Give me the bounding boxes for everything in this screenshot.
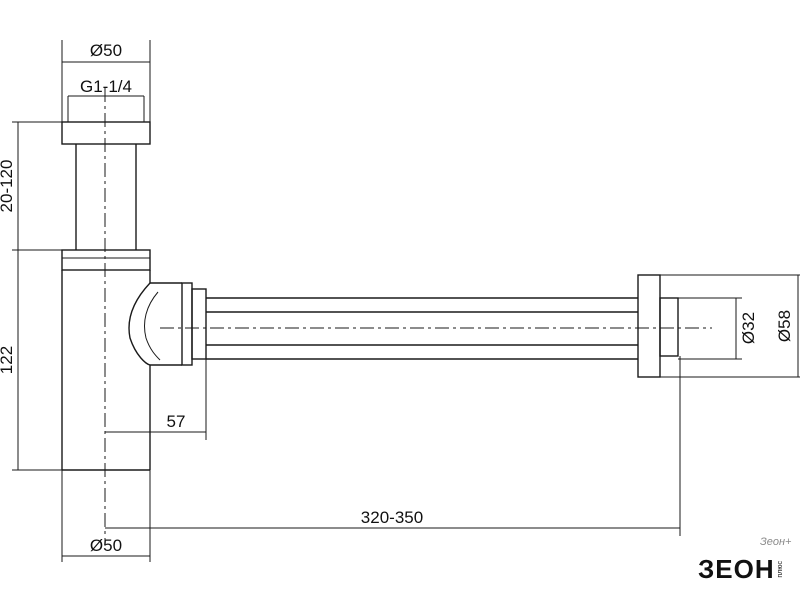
- inlet-nut: [61, 121, 151, 145]
- logo-main-text: ЗЕОН: [698, 554, 775, 584]
- center-lines: [104, 88, 712, 540]
- body-height-label: 122: [0, 346, 16, 374]
- dimension-inlet-height: 20-120: [0, 121, 62, 251]
- wall-flange: [637, 274, 679, 378]
- bottom-diameter-label: Ø50: [90, 536, 122, 555]
- thread-label: G1-1/4: [80, 77, 132, 96]
- length-label: 320-350: [361, 508, 423, 527]
- dimension-body-height: 122: [0, 250, 62, 471]
- dimension-bottom-diameter: Ø50: [61, 470, 151, 562]
- dimension-top-diameter: Ø50: [61, 40, 151, 122]
- inlet-height-label: 20-120: [0, 160, 16, 213]
- outlet-offset-label: 57: [167, 412, 186, 431]
- outlet-elbow: [128, 282, 207, 366]
- bottle-body: [61, 270, 151, 471]
- horizontal-pipe: [206, 297, 638, 360]
- dimension-outlet-offset: 57: [105, 359, 207, 440]
- pipe-diameter-label: Ø32: [739, 312, 758, 344]
- dimension-pipe-diameter: Ø32: [678, 297, 758, 360]
- dimension-thread: G1-1/4: [67, 77, 145, 122]
- flange-diameter-label: Ø58: [775, 310, 794, 342]
- logo-sub-text: плюс: [776, 560, 784, 578]
- dimension-flange-diameter: Ø58: [660, 274, 800, 378]
- brand-logo: ЗЕОН плюс: [698, 556, 785, 582]
- watermark-text: Зеон+: [760, 536, 792, 548]
- inlet-pipe: [75, 144, 137, 250]
- body-cap: [61, 249, 151, 271]
- top-diameter-label: Ø50: [90, 41, 122, 60]
- dimension-length: 320-350: [105, 356, 681, 536]
